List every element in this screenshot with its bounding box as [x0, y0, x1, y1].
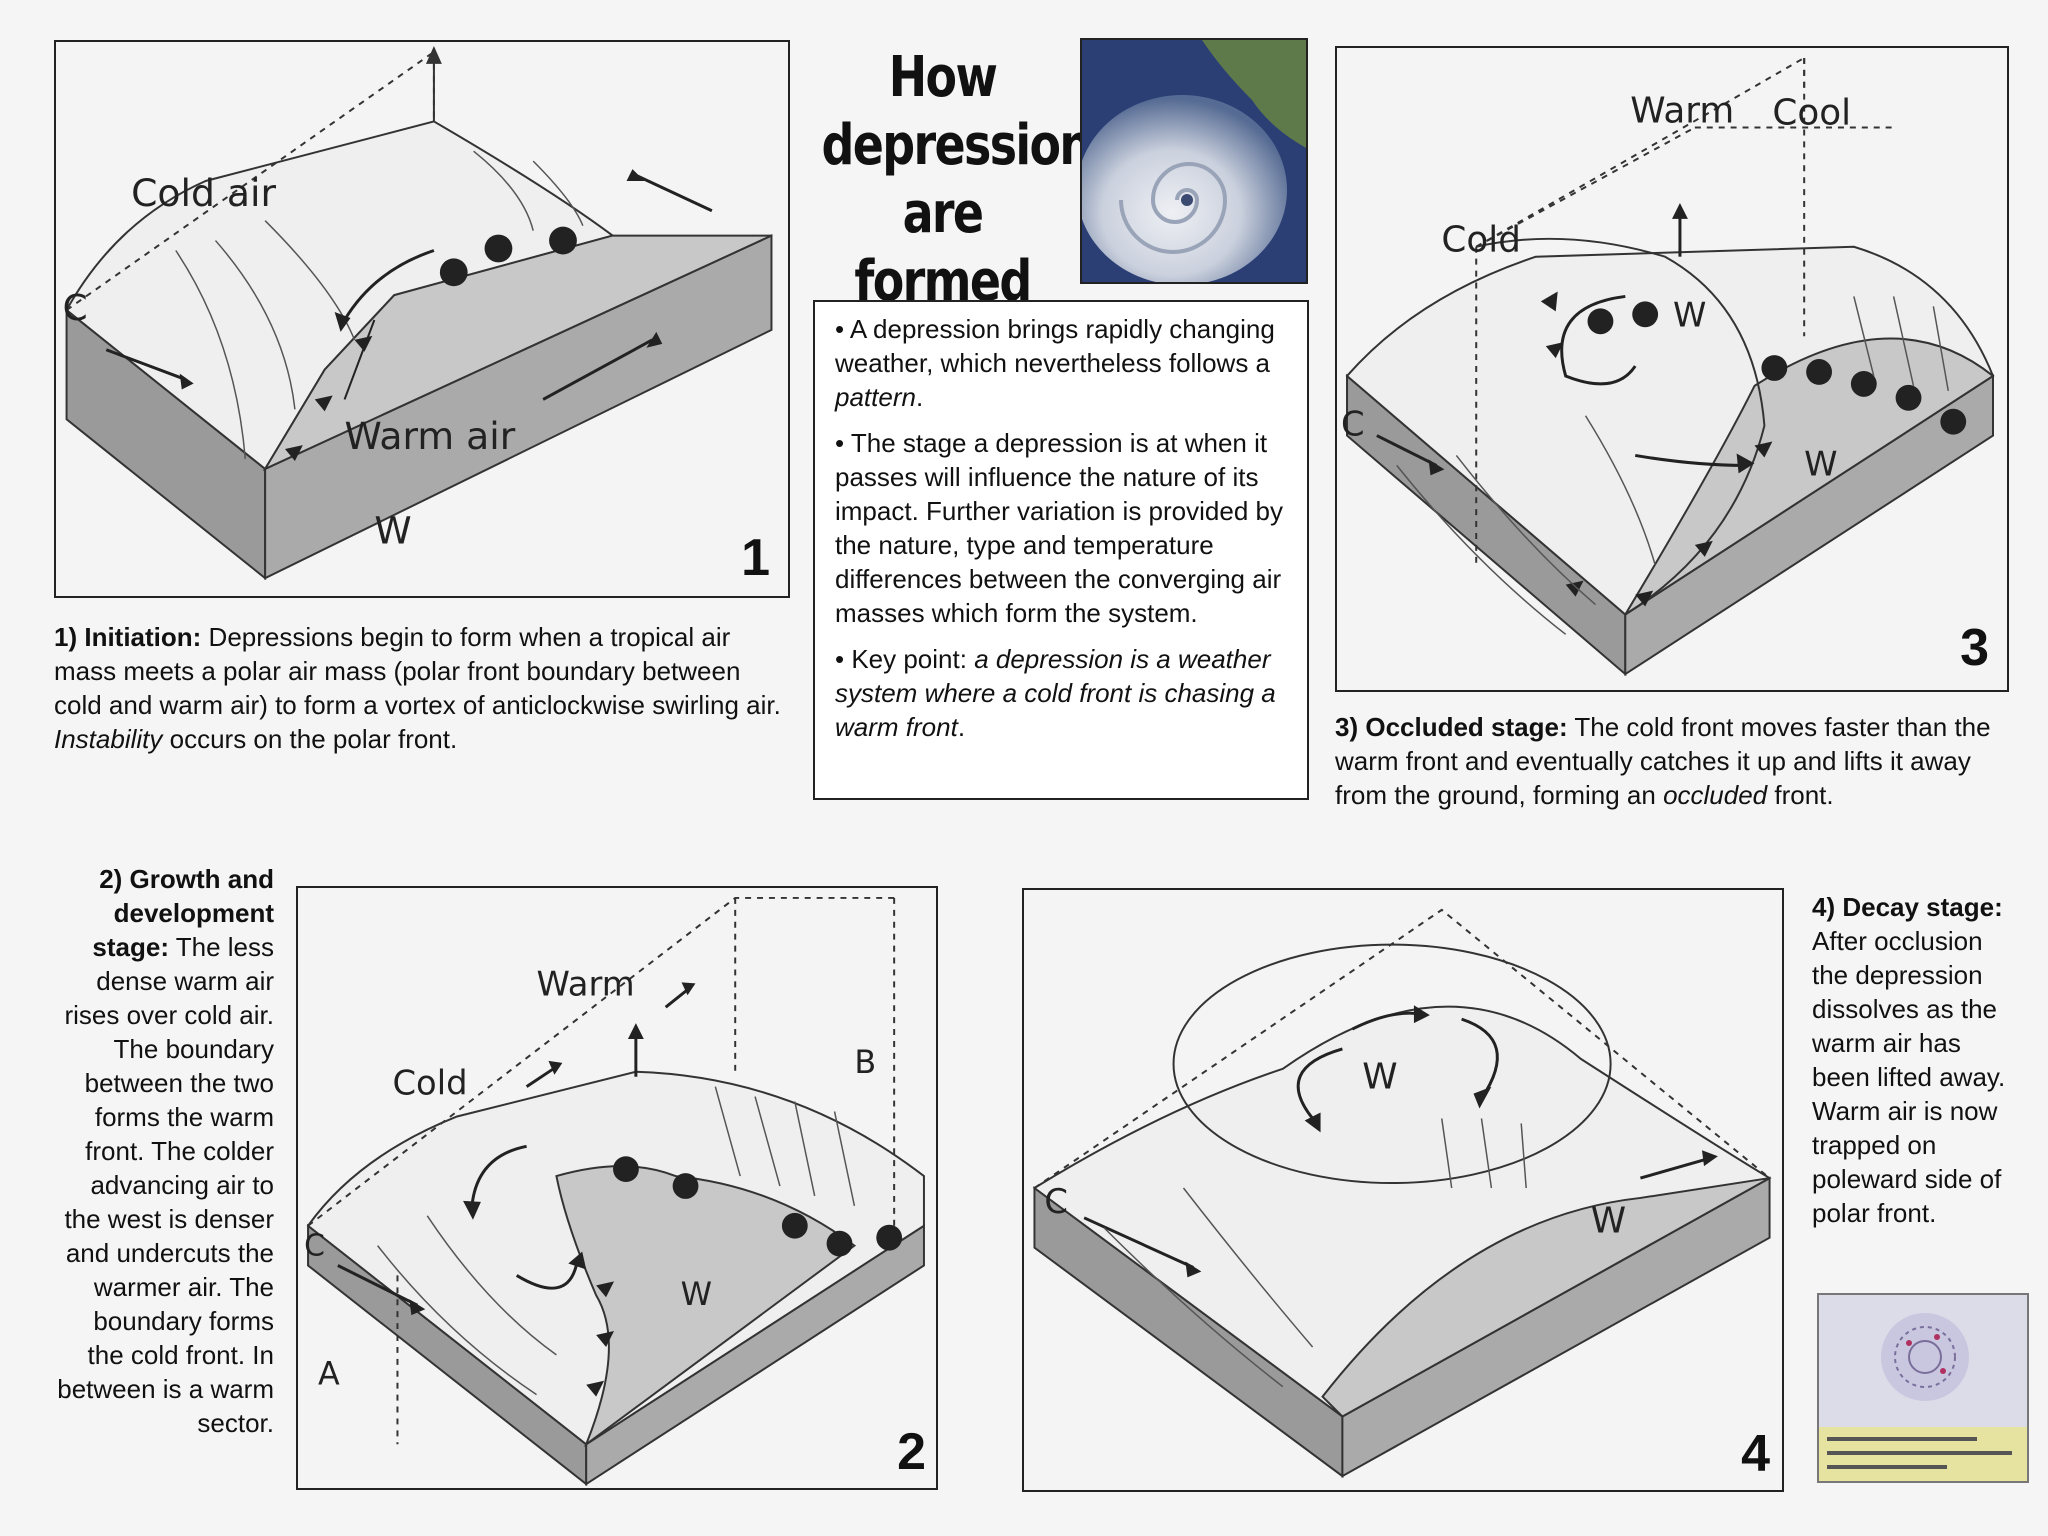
title-line-1: How — [822, 44, 1064, 112]
stage1-w-label: W — [374, 508, 411, 552]
stage2-illustration: Warm Cold B A W C — [298, 888, 936, 1488]
stage3-diagram: Warm Cool Cold W W C 3 — [1335, 46, 2009, 692]
stage3-cold-label: Cold — [1441, 220, 1521, 261]
info-bullet-1: • A depression brings rapidly changing w… — [835, 312, 1289, 414]
cyclone-satellite-graphic — [1082, 40, 1308, 284]
stage4-caption-text: After occlusion the depression dissolves… — [1812, 926, 2005, 1228]
stage1-diagram: Cold air Warm air W C 1 — [54, 40, 790, 598]
stage4-illustration: W W C — [1024, 890, 1782, 1490]
satellite-image — [1080, 38, 1308, 284]
stage1-caption-text-b: occurs on the polar front. — [162, 724, 457, 754]
stage2-diagram: Warm Cold B A W C 2 — [296, 886, 938, 1490]
stage4-c-label: C — [1044, 1182, 1068, 1221]
info-box: • A depression brings rapidly changing w… — [813, 300, 1309, 800]
stage2-a-label: A — [318, 1357, 340, 1393]
stage2-c-label: C — [304, 1229, 325, 1264]
stage3-caption: 3) Occluded stage: The cold front moves … — [1335, 710, 2025, 812]
stage3-w-lower-label: W — [1804, 444, 1837, 483]
stage2-caption-text: The less dense warm air rises over cold … — [57, 932, 274, 1438]
stage2-number: 2 — [897, 1422, 926, 1482]
stage4-w-sector-label: W — [1591, 1201, 1626, 1242]
info-bullet-1-text: • A depression brings rapidly changing w… — [835, 314, 1275, 378]
stage1-illustration: Cold air Warm air W C — [56, 42, 788, 596]
stage4-w-center-label: W — [1362, 1057, 1397, 1098]
stage2-b-label: B — [854, 1045, 876, 1081]
stage1-caption-emphasis: Instability — [54, 724, 162, 754]
info-bullet-3-text: • Key point: — [835, 644, 974, 674]
info-bullet-1-end: . — [916, 382, 923, 412]
stage4-number: 4 — [1741, 1424, 1770, 1484]
stage3-caption-text-b: front. — [1767, 780, 1833, 810]
info-bullet-3: • Key point: a depression is a weather s… — [835, 642, 1289, 744]
stage1-cold-air-label: Cold air — [131, 171, 276, 215]
stage1-caption: 1) Initiation: Depressions begin to form… — [54, 620, 794, 756]
logo-swirl-graphic — [1819, 1295, 2029, 1483]
stage3-caption-emphasis: occluded — [1663, 780, 1767, 810]
stage3-w-upper-label: W — [1673, 295, 1706, 334]
stage3-cool-label: Cool — [1772, 93, 1851, 134]
info-bullet-3-end: . — [958, 712, 965, 742]
stage4-caption-heading: 4) Decay stage: — [1812, 892, 2003, 922]
stage2-warm-label: Warm — [537, 964, 635, 1003]
stage3-number: 3 — [1960, 618, 1989, 678]
stage3-warm-label: Warm — [1630, 91, 1734, 132]
stage1-number: 1 — [741, 528, 770, 588]
stage3-illustration: Warm Cool Cold W W C — [1337, 48, 2007, 690]
info-bullet-1-emphasis: pattern — [835, 382, 916, 412]
stage4-diagram: W W C 4 — [1022, 888, 1784, 1492]
page-title: How depressions are formed — [822, 44, 1064, 316]
stage1-warm-air-label: Warm air — [345, 414, 516, 458]
stage1-caption-heading: 1) Initiation: — [54, 622, 201, 652]
stage1-c-label: C — [63, 288, 88, 329]
stage3-caption-heading: 3) Occluded stage: — [1335, 712, 1568, 742]
depression-logo-image — [1817, 1293, 2029, 1483]
stage2-caption: 2) Growth and development stage: The les… — [54, 862, 274, 1440]
stage4-caption: 4) Decay stage: After occlusion the depr… — [1812, 890, 2022, 1230]
title-line-3: are formed — [822, 180, 1064, 316]
stage2-cold-label: Cold — [392, 1064, 467, 1103]
stage2-w-label: W — [681, 1277, 712, 1313]
stage3-c-label: C — [1341, 405, 1365, 444]
info-bullet-2: • The stage a depression is at when it p… — [835, 426, 1289, 630]
title-line-2: depressions — [822, 112, 1064, 180]
